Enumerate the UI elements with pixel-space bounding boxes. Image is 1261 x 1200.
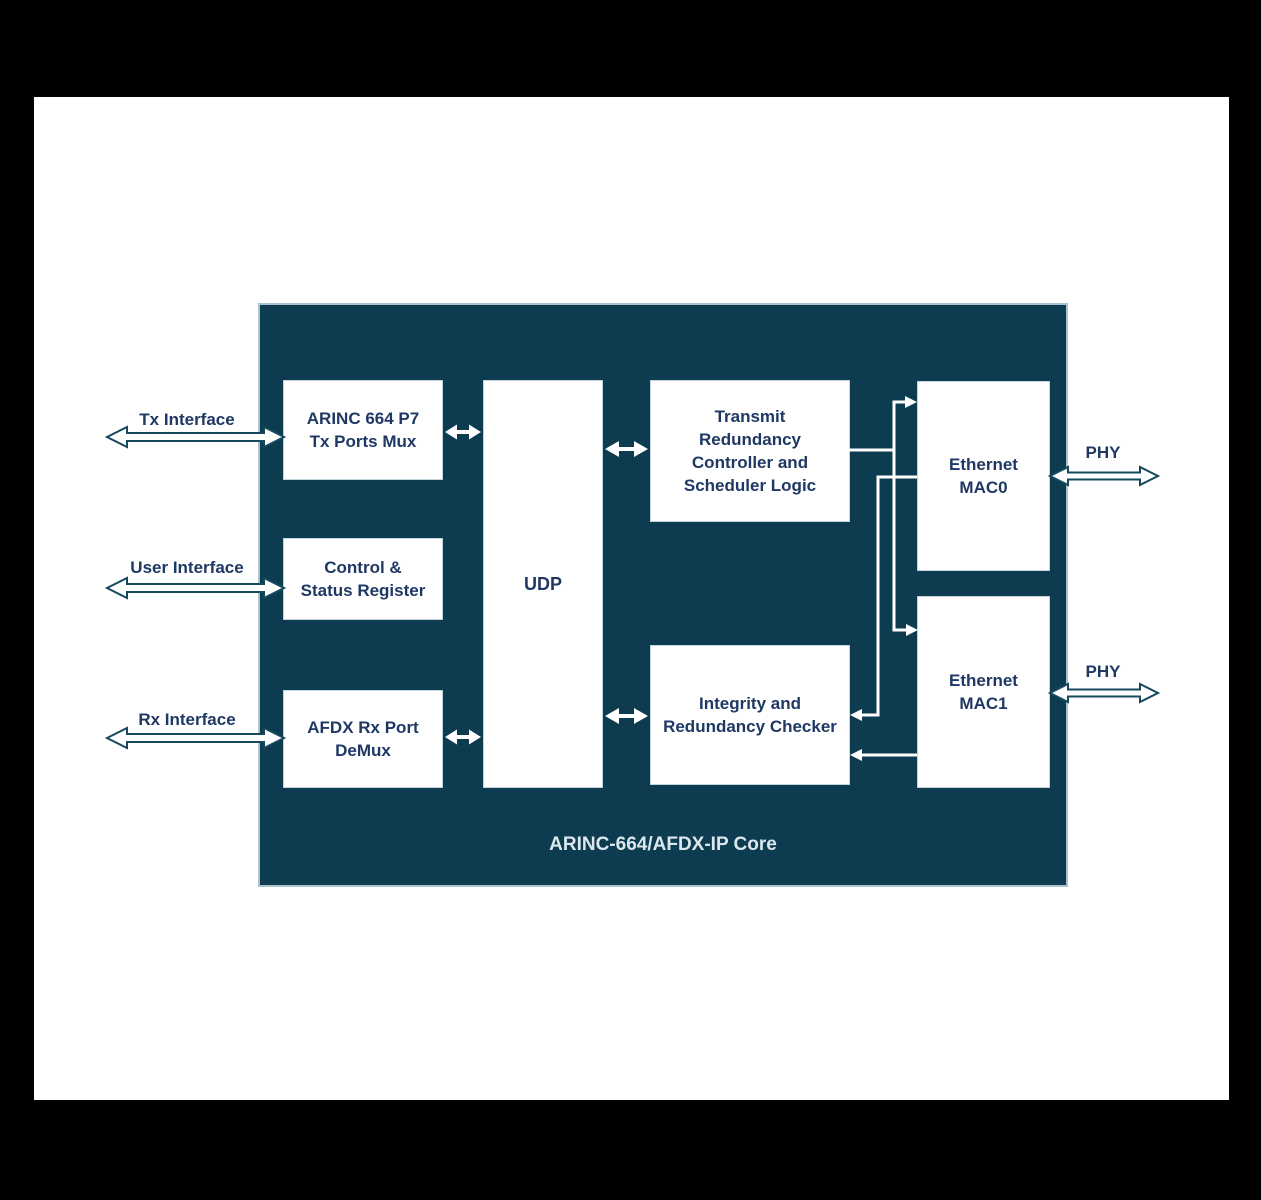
phy-mac1-label: PHY (1085, 662, 1121, 681)
user-interface-label: User Interface (130, 558, 244, 577)
block-control-status-register: Control & Status Register (283, 538, 443, 620)
rx-interface-label: Rx Interface (138, 710, 236, 729)
block-ethernet-mac1: Ethernet MAC1 (917, 596, 1050, 788)
block-label-afdx-rx-demux: AFDX Rx Port DeMux (307, 718, 419, 760)
block-label-mac0: Ethernet MAC0 (949, 455, 1018, 497)
block-label-mac1: Ethernet MAC1 (949, 671, 1018, 713)
block-label-transmit: Transmit Redundancy Controller and Sched… (683, 407, 817, 495)
block-transmit-redundancy-controller: Transmit Redundancy Controller and Sched… (650, 380, 850, 522)
core-title: ARINC-664/AFDX-IP Core (549, 834, 777, 855)
block-arinc-664-p7-tx-ports-mux: ARINC 664 P7 Tx Ports Mux (283, 380, 443, 480)
block-udp: UDP (483, 380, 603, 788)
tx-interface-label: Tx Interface (139, 410, 235, 429)
phy-mac0-label: PHY (1085, 443, 1121, 462)
block-label-udp: UDP (523, 573, 562, 594)
block-label-control-status: Control & Status Register (300, 558, 426, 600)
block-label-arinc-tx-mux: ARINC 664 P7 Tx Ports Mux (306, 409, 420, 451)
block-integrity-redundancy-checker: Integrity and Redundancy Checker (650, 645, 850, 785)
block-afdx-rx-port-demux: AFDX Rx Port DeMux (283, 690, 443, 788)
block-label-integrity: Integrity and Redundancy Checker (663, 694, 837, 736)
block-ethernet-mac0: Ethernet MAC0 (917, 381, 1050, 571)
